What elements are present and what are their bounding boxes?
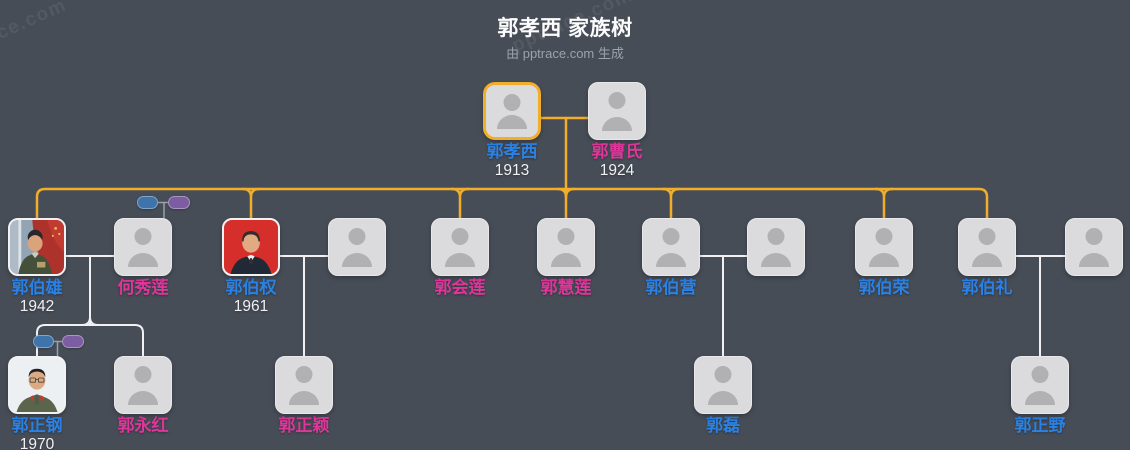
avatar-placeholder-icon (128, 253, 158, 267)
avatar-placeholder-icon (656, 253, 686, 267)
person-card-guo-boquan[interactable] (222, 218, 280, 276)
avatar-placeholder-icon (1079, 253, 1109, 267)
person-name: 郭曹氏 (591, 142, 643, 161)
person-birth-year: 1970 (19, 435, 55, 450)
page-title: 郭孝西 家族树 (497, 17, 633, 40)
person-name: 郭会莲 (434, 278, 486, 297)
avatar-placeholder-icon (714, 366, 732, 383)
avatar-placeholder-icon (134, 366, 152, 383)
person-card-guo-huilian-a[interactable] (431, 218, 489, 276)
person-name: 何秀莲 (117, 278, 169, 297)
person-birth-year: 1924 (599, 161, 635, 179)
person-name: 郭伯荣 (858, 278, 910, 297)
avatar-placeholder-icon (972, 253, 1002, 267)
person-name: 郭正钢 (11, 416, 63, 435)
person-name: 郭伯营 (645, 278, 697, 297)
generated-by-caption: 由 pptrace.com 生成 (506, 46, 624, 61)
person-card-guo-zhengye[interactable] (1011, 356, 1069, 414)
avatar-placeholder-icon (875, 228, 893, 245)
avatar-placeholder-icon (289, 391, 319, 405)
person-name: 郭孝西 (486, 142, 538, 161)
person-name: 郭正野 (1014, 416, 1066, 435)
person-node-guo-boquan: 郭伯权 1961 (191, 218, 311, 316)
collapsed-couple-badge-spouse[interactable] (168, 196, 190, 209)
avatar-placeholder-icon (451, 228, 469, 245)
person-node-guo-zhengye: 郭正野 (980, 356, 1100, 436)
person-node-guo-yonghong: 郭永红 (83, 356, 203, 436)
person-node-guo-zhengying: 郭正颖 (244, 356, 364, 436)
avatar-placeholder-icon (128, 391, 158, 405)
person-birth-year: 1913 (494, 161, 530, 179)
family-lines (36, 255, 1066, 357)
person-card-guo-borong[interactable] (855, 218, 913, 276)
person-name: 郭伯礼 (961, 278, 1013, 297)
collapsed-couple-badge-male[interactable] (137, 196, 158, 209)
person-card-spouse-unnamed-3[interactable] (1065, 218, 1123, 276)
avatar-placeholder-icon (551, 253, 581, 267)
person-card-he-xiulian[interactable] (114, 218, 172, 276)
avatar-placeholder-icon (767, 228, 785, 245)
person-node-guo-huilian-b: 郭慧莲 (506, 218, 626, 298)
avatar-placeholder-icon (342, 253, 372, 267)
person-node-spouse-unnamed-3 (1034, 218, 1130, 276)
avatar-placeholder-icon (761, 253, 791, 267)
avatar-placeholder-icon (708, 391, 738, 405)
person-node-guo-xiaoxi: 郭孝西 1913 (452, 82, 572, 180)
avatar-placeholder-icon (557, 228, 575, 245)
avatar-placeholder-icon (1025, 391, 1055, 405)
avatar-placeholder-icon (1031, 366, 1049, 383)
portrait-photo (10, 358, 64, 412)
avatar-placeholder-icon (602, 117, 632, 131)
highlighted-lineage-lines (35, 116, 989, 220)
avatar-placeholder-icon (348, 228, 366, 245)
person-node-he-xiulian: 何秀莲 (83, 218, 203, 298)
person-node-guo-boying: 郭伯营 (611, 218, 731, 298)
avatar-placeholder-icon (503, 94, 521, 111)
badge-stub-lines (43, 201, 180, 356)
person-node-guo-borong: 郭伯荣 (824, 218, 944, 298)
portrait-photo (224, 220, 278, 274)
person-card-guo-xiaoxi[interactable] (483, 82, 541, 140)
person-node-guo-zhenggang: 郭正钢 1970 (0, 356, 97, 450)
avatar-placeholder-icon (295, 366, 313, 383)
avatar-placeholder-icon (445, 253, 475, 267)
person-card-spouse-unnamed-1[interactable] (328, 218, 386, 276)
collapsed-couple-badge-male[interactable] (33, 335, 54, 348)
avatar-placeholder-icon (869, 253, 899, 267)
portrait-photo (10, 220, 64, 274)
person-node-guo-lei: 郭磊 (663, 356, 783, 436)
person-name: 郭永红 (117, 416, 169, 435)
person-name: 郭慧莲 (540, 278, 592, 297)
collapsed-couple-badge-spouse[interactable] (62, 335, 84, 348)
person-node-spouse-unnamed-1 (297, 218, 417, 276)
person-card-guo-caoshi[interactable] (588, 82, 646, 140)
person-card-spouse-unnamed-2[interactable] (747, 218, 805, 276)
person-node-guo-huilian-a: 郭会莲 (400, 218, 520, 298)
person-birth-year: 1961 (233, 297, 269, 315)
person-node-spouse-unnamed-2 (716, 218, 836, 276)
avatar-placeholder-icon (608, 92, 626, 109)
person-card-guo-boli[interactable] (958, 218, 1016, 276)
avatar-placeholder-icon (497, 115, 527, 129)
person-name: 郭磊 (706, 416, 740, 435)
person-card-guo-boxiong[interactable] (8, 218, 66, 276)
avatar-placeholder-icon (1085, 228, 1103, 245)
person-node-guo-boli: 郭伯礼 (927, 218, 1047, 298)
person-card-guo-huilian-b[interactable] (537, 218, 595, 276)
avatar-placeholder-icon (134, 228, 152, 245)
person-name: 郭伯权 (225, 278, 277, 297)
person-card-guo-boying[interactable] (642, 218, 700, 276)
person-node-guo-boxiong: 郭伯雄 1942 (0, 218, 97, 316)
person-card-guo-yonghong[interactable] (114, 356, 172, 414)
person-name: 郭正颖 (278, 416, 330, 435)
avatar-placeholder-icon (978, 228, 996, 245)
person-card-guo-zhengying[interactable] (275, 356, 333, 414)
person-birth-year: 1942 (19, 297, 55, 315)
person-node-guo-caoshi: 郭曹氏 1924 (557, 82, 677, 180)
person-card-guo-zhenggang[interactable] (8, 356, 66, 414)
avatar-placeholder-icon (662, 228, 680, 245)
person-card-guo-lei[interactable] (694, 356, 752, 414)
person-name: 郭伯雄 (11, 278, 63, 297)
